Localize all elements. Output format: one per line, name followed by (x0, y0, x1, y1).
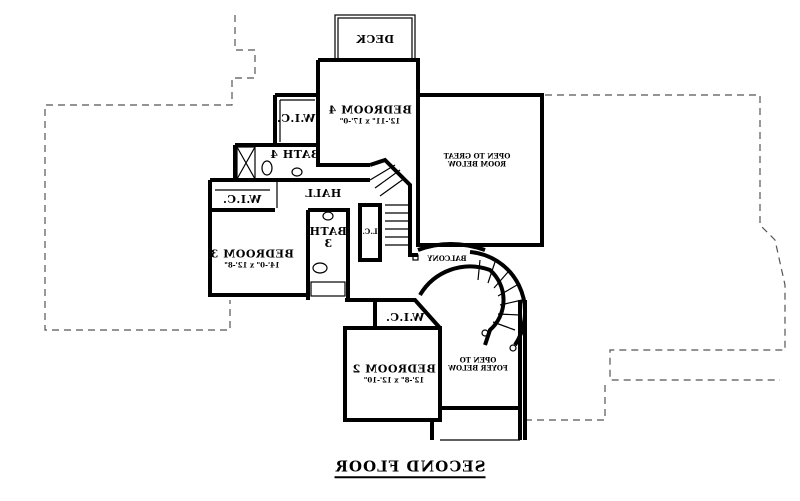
bedroom-3-dims: 14'-0" x 12'-8" (224, 259, 280, 269)
foyer-line2: FOYER BELOW (448, 363, 508, 372)
bath-3-line1: BATH (309, 224, 347, 238)
great-room-open (416, 93, 544, 247)
wic-4-walls (273, 93, 318, 145)
balcony-rail (417, 242, 486, 252)
bath-3-label: BATH 3 (309, 224, 347, 250)
wic-2-label: W.I.C. (385, 310, 425, 324)
foyer-open-walls (430, 300, 527, 440)
linen-closet-label: L.C. (362, 227, 378, 237)
bedroom-4-name: BEDROOM 4 (328, 103, 412, 117)
bedroom-2-label: BEDROOM 2 12'-8" x 12'-10" (352, 358, 436, 384)
wic-3-label: W.I.C. (222, 192, 262, 206)
bedroom-3-label: BEDROOM 3 14'-0" x 12'-8" (210, 243, 294, 269)
tub-icon (310, 281, 346, 297)
linen-closet (358, 203, 382, 262)
bedroom-2-walls (343, 326, 442, 422)
wic-4-label: W.I.C. (276, 111, 316, 125)
balcony-label: BALCONY (427, 254, 467, 264)
great-room-line2: ROOM BELOW (447, 159, 507, 168)
bath-4-walls (233, 143, 318, 180)
sink-icon (291, 167, 303, 177)
bedroom-3-name: BEDROOM 3 (210, 247, 294, 261)
bedroom-4-label: BEDROOM 4 12'-11" x 17'-0" (328, 99, 412, 125)
straight-stairs (369, 157, 419, 261)
great-room-label: OPEN TO GREAT ROOM BELOW (444, 151, 511, 168)
bath-3-line2: 3 (323, 237, 333, 250)
sink-icon (322, 211, 334, 221)
spiral-stairs (418, 250, 527, 352)
plan-title: SECOND FLOOR (334, 457, 486, 478)
shower-icon (236, 146, 256, 180)
bath-4-label: BATH 4 (269, 147, 321, 161)
wic-2-walls (345, 298, 442, 330)
hall-label: HALL (304, 186, 342, 200)
toilet-icon (312, 262, 328, 274)
hall-walls (208, 178, 370, 300)
bedroom-4-dims: 12'-11" x 17'-0" (339, 115, 401, 125)
foyer-label: OPEN TO FOYER BELOW (448, 355, 508, 372)
deck-label: DECK (355, 32, 395, 46)
bedroom-2-name: BEDROOM 2 (352, 362, 436, 376)
bedroom-2-dims: 12'-8" x 12'-10" (363, 374, 425, 384)
toilet-icon (261, 160, 273, 176)
first-floor-outline (44, 15, 786, 421)
